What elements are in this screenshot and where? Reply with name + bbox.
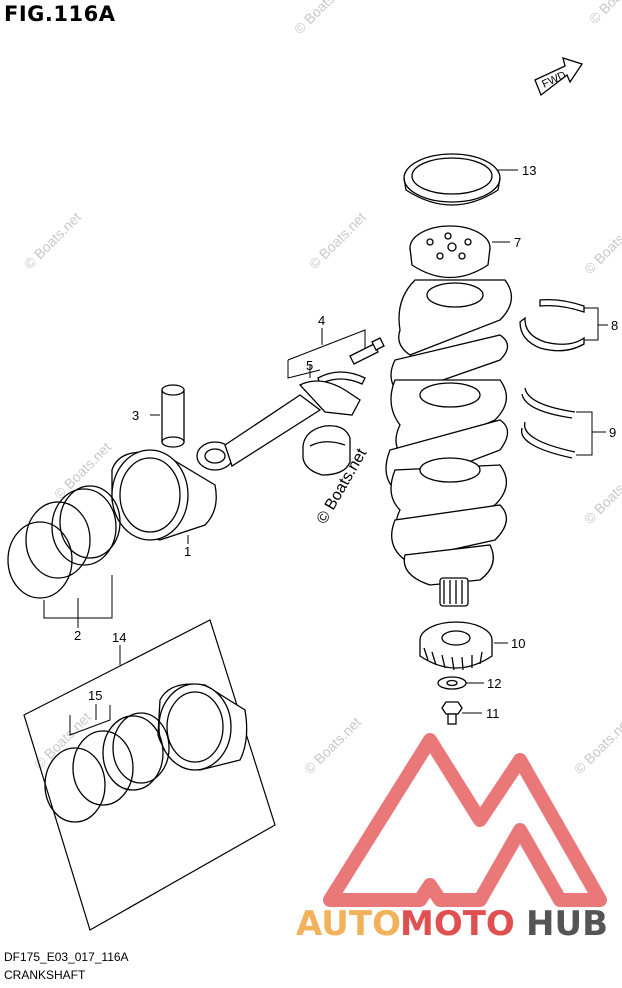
leader-lines	[43, 169, 608, 736]
watermark-text: © Boats.net	[586, 0, 622, 27]
section-name: CRANKSHAFT	[4, 968, 86, 982]
conrod-bearing-5	[302, 371, 366, 476]
callout-10: 10	[511, 636, 525, 651]
callout-labels: 13 7 8 9 10 12 11 3 1 2 4 5 14 15	[74, 163, 618, 721]
watermark-text: © Boats.net	[31, 709, 94, 772]
callout-11: 11	[486, 706, 500, 721]
crank-gear	[419, 621, 493, 671]
watermark-text: © Boats.net	[291, 0, 354, 37]
oil-seal-13	[403, 153, 501, 206]
callout-3: 3	[132, 408, 139, 423]
conrod-bolt-4	[349, 337, 385, 365]
watermark-text: © Boats.net	[581, 464, 622, 527]
callout-5: 5	[306, 358, 313, 373]
callout-1: 1	[184, 544, 191, 559]
callout-13: 13	[522, 163, 536, 178]
callout-8: 8	[611, 318, 618, 333]
bearing-8	[519, 298, 585, 352]
callout-14: 14	[112, 630, 126, 645]
watermark-text: © Boats.net	[571, 714, 622, 777]
connecting-rod	[196, 380, 361, 471]
piston-rings-2	[7, 485, 121, 599]
callout-7: 7	[514, 235, 521, 250]
fwd-arrow: FWD	[534, 57, 584, 97]
callout-2: 2	[74, 628, 81, 643]
callout-4: 4	[318, 313, 325, 328]
callout-9: 9	[609, 425, 616, 440]
logo-text-hub: HUB	[526, 904, 608, 944]
figure-title: FIG.116A	[4, 2, 116, 26]
watermark-text: © Boats.net	[21, 209, 84, 272]
logo-text-auto: AUTO	[296, 904, 401, 944]
fwd-label: FWD	[540, 69, 568, 90]
watermark-text: © Boats.net	[306, 209, 369, 272]
automotohub-logo: AUTO MOTO HUB	[296, 733, 608, 944]
diagram-code: DF175_E03_017_116A	[4, 950, 129, 964]
crankshaft-body	[385, 279, 512, 607]
logo-mark	[323, 733, 607, 907]
bearing-9	[520, 387, 576, 459]
piston-pin	[161, 384, 185, 448]
watermark-text: © Boats.net	[581, 214, 622, 277]
washer-12	[437, 676, 467, 690]
piston-set-box	[23, 619, 276, 931]
bolt-11	[441, 701, 463, 725]
crankshaft-flange	[409, 225, 491, 279]
watermark-text: © Boats.net	[301, 714, 364, 777]
piston-1	[111, 449, 217, 541]
piston-14	[157, 683, 248, 771]
callout-12: 12	[487, 676, 501, 691]
callout-15: 15	[88, 688, 102, 703]
logo-text-moto: MOTO	[400, 904, 515, 944]
watermark-text: © Boats.net	[51, 439, 114, 502]
piston-rings-15	[44, 712, 170, 823]
